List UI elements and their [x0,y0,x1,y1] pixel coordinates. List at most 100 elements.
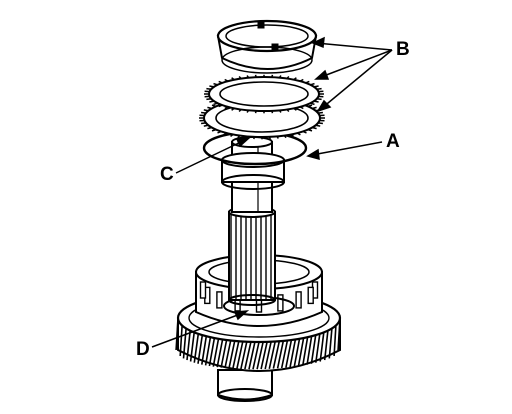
tooth [313,100,319,103]
gear-tooth [232,341,240,369]
gear-tooth [208,337,216,367]
tooth [246,75,250,79]
tooth [217,130,222,134]
label-a: A [386,131,400,152]
tooth [238,75,242,80]
tooth [231,77,235,81]
leader-lines [151,36,393,348]
tooth [305,104,310,108]
bearing-roller [307,286,314,305]
gear-tooth [260,341,268,370]
tooth [211,104,217,108]
tooth [312,106,317,110]
tooth [231,107,235,111]
gear-tooth [175,317,179,351]
gear-tooth [293,338,301,367]
gear-tooth [297,337,305,367]
tooth [206,98,212,101]
tooth [317,122,323,125]
tooth [286,75,290,80]
tooth [310,82,315,86]
gear-tooth [197,334,204,364]
tooth [313,85,319,88]
tooth [271,110,274,114]
tooth [293,77,297,81]
tooth [299,106,304,110]
gear-tooth [236,341,244,369]
tooth [206,87,212,90]
gear-tooth [252,341,260,370]
gear-tooth [289,339,297,368]
tooth [290,133,294,137]
gear-tooth [333,325,337,357]
gear-tooth [228,340,236,369]
tooth [209,100,215,103]
tooth [254,110,257,114]
gear-tooth [315,333,321,363]
upper-shaft [221,136,285,213]
gear-tooth [328,328,333,359]
gear-tooth [179,325,183,357]
gear-tooth [189,332,195,362]
tooth [230,133,234,137]
tooth [207,106,212,110]
tooth [224,106,229,110]
label-d: D [136,339,150,360]
gear-tooth [310,334,317,364]
label-c: C [160,164,174,185]
tooth [316,98,322,101]
tooth [209,85,215,88]
tooth [316,87,322,90]
tooth [218,104,223,108]
gear-tooth [256,341,264,370]
tooth [224,78,229,82]
gear-tooth [240,341,248,370]
gear-tooth [193,333,200,363]
gear-tooth [323,330,329,361]
bearing-roller [295,291,302,309]
gear-tooth [319,332,325,362]
gear-tooth [264,341,272,370]
label-b: B [396,39,410,60]
gear-tooth [272,341,281,369]
gear-tooth [280,340,289,369]
shaft-bottom-stub [217,369,273,402]
tooth [203,124,209,127]
tooth [246,109,250,113]
gear-tooth [276,340,285,369]
gear-tooth [216,339,224,368]
tooth [253,136,256,140]
middle-synchro-ring [204,74,324,114]
gear-tooth [186,330,191,361]
tooth [299,78,304,82]
tooth [223,132,228,136]
gear-tooth [268,341,276,369]
tooth [203,109,209,112]
tooth [278,109,282,113]
tooth [278,75,282,79]
tooth [286,108,290,113]
tooth [238,108,242,113]
tooth [302,130,307,134]
gear-tooth [201,336,208,365]
tooth [268,136,271,140]
tooth [218,80,223,84]
gear-tooth [224,340,232,369]
tooth [310,102,315,106]
gear-tooth [220,339,228,368]
tooth [201,122,207,125]
tooth [296,132,301,136]
gear-tooth [285,339,293,368]
tooth [201,111,207,114]
tooth [213,102,218,106]
gear-tooth [337,317,341,351]
tooth [305,80,310,84]
splined-shaft-section [228,206,276,306]
tooth [276,136,279,139]
gear-tooth [244,341,252,370]
tooth [315,124,321,127]
tooth [211,128,217,132]
tooth [317,111,323,114]
bearing-roller [199,281,207,299]
bearing-roller [277,294,284,312]
